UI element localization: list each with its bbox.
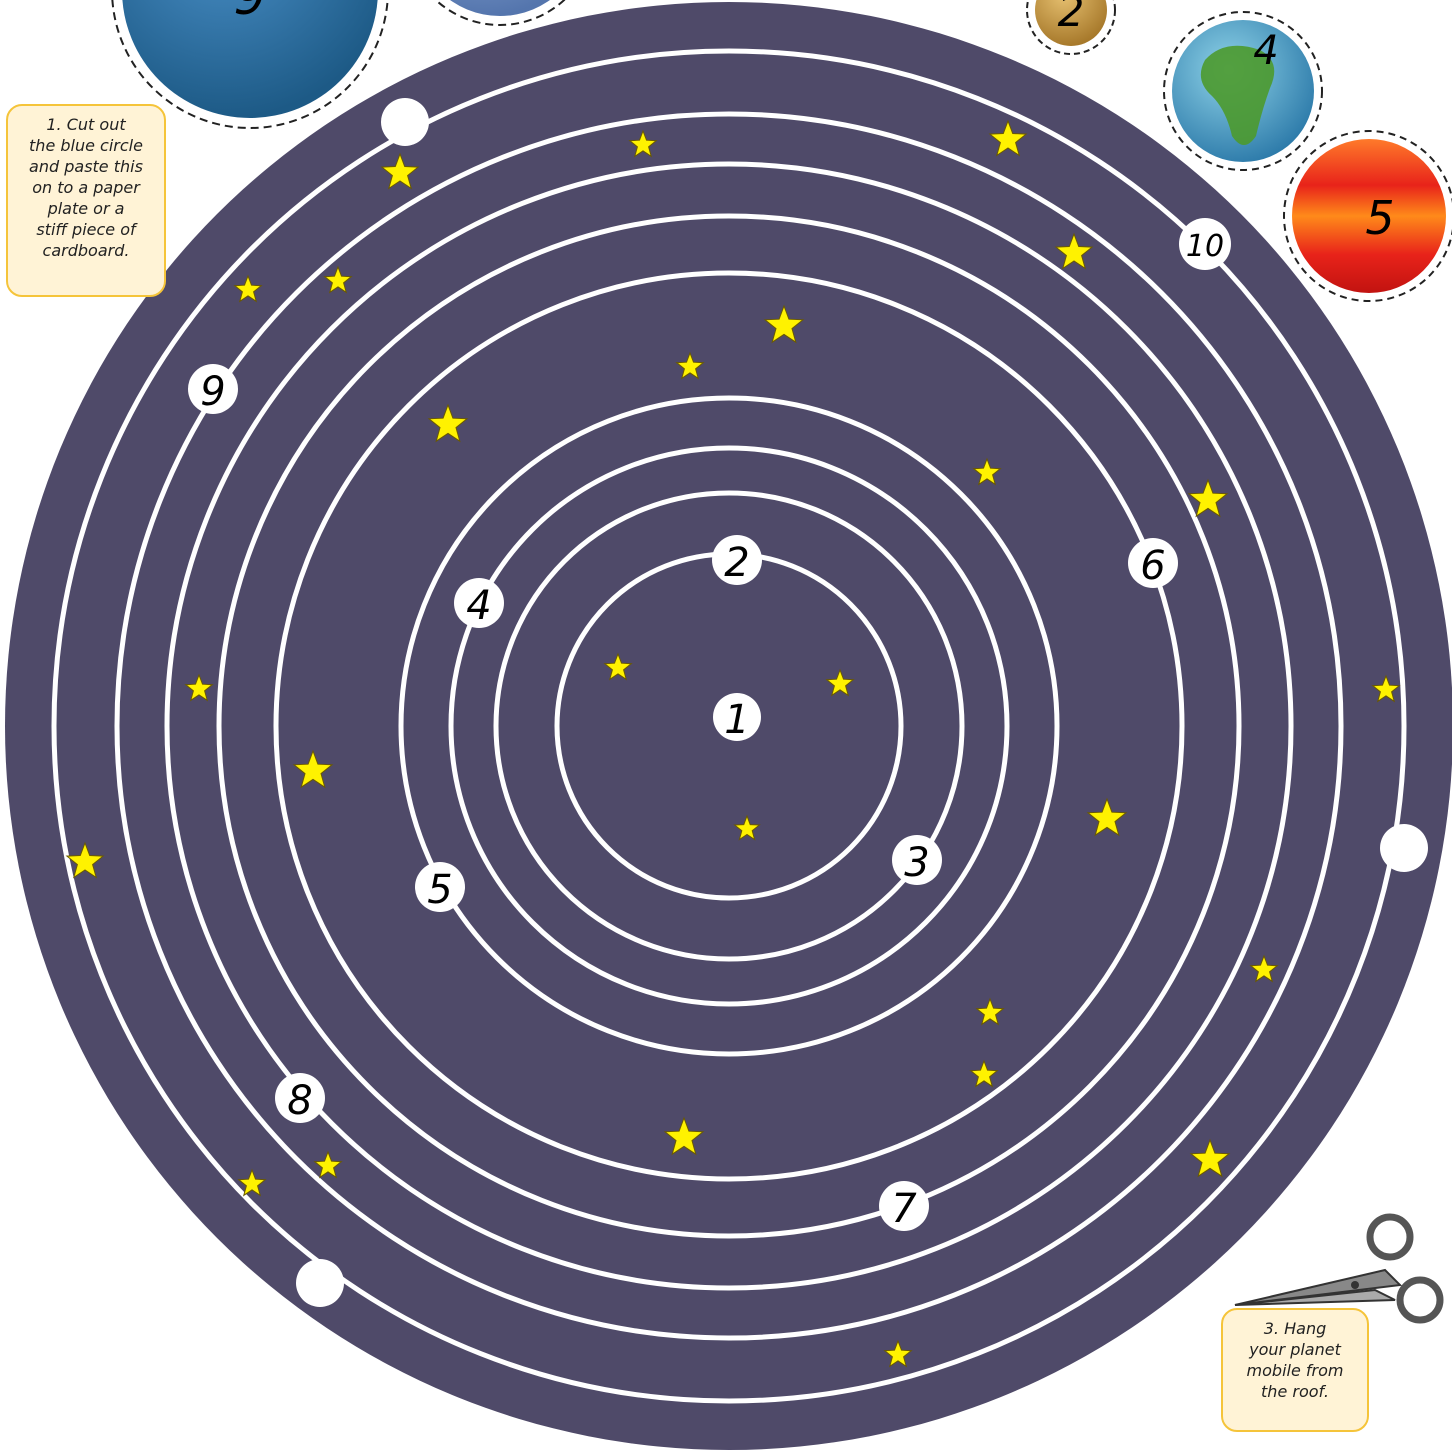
svg-text:1: 1	[724, 697, 749, 743]
orbit-label-6: 6	[1128, 538, 1178, 589]
orbit-label-5: 5	[415, 862, 465, 913]
svg-text:4: 4	[466, 583, 491, 629]
svg-text:9: 9	[200, 369, 225, 415]
star-icon	[733, 814, 761, 841]
planet-cutout-2: 2	[1026, 0, 1116, 55]
svg-text:8: 8	[287, 1078, 312, 1124]
hanging-holes	[296, 98, 1428, 1307]
orbit-label-9: 9	[188, 364, 238, 415]
svg-text:3: 3	[904, 840, 929, 886]
orbit-ring	[114, 111, 1344, 1341]
star-icon	[313, 1150, 343, 1179]
star-icon	[763, 304, 805, 344]
star-icon	[65, 841, 105, 879]
instruction-step-1: 1. Cut out the blue circle and paste thi…	[6, 104, 166, 297]
orbit-labels: 1 2 3 4 5 6 7 8 9 10	[188, 218, 1231, 1232]
star-icon	[1189, 1138, 1231, 1178]
orbit-rings	[51, 48, 1407, 1404]
star-icon	[972, 457, 1002, 486]
svg-text:7: 7	[891, 1186, 917, 1232]
star-icon	[323, 265, 353, 294]
planet-cutout-4: 4	[1163, 11, 1323, 171]
orbit-label-8: 8	[275, 1073, 325, 1124]
orbit-label-2: 2	[712, 535, 762, 586]
planet-cutout-label: 2	[1058, 0, 1085, 36]
orbit-ring	[51, 48, 1407, 1404]
orbit-ring	[448, 445, 1010, 1007]
star-icon	[184, 673, 214, 702]
orbit-label-7: 7	[879, 1181, 929, 1232]
star-icon	[825, 668, 855, 697]
star-icon	[988, 119, 1028, 157]
star-icon	[628, 129, 658, 158]
planet-cutout-label: 5	[1365, 191, 1394, 245]
star-icon	[233, 274, 263, 303]
star-icon	[663, 1116, 705, 1156]
svg-text:2: 2	[724, 540, 749, 586]
star-icon	[975, 997, 1005, 1026]
orbit-ring	[216, 213, 1242, 1239]
orbit-label-1: 1	[713, 693, 761, 743]
orbit-label-10: 10	[1179, 218, 1231, 270]
star-icon	[603, 652, 633, 681]
star-icon	[675, 351, 705, 380]
star-icon	[380, 152, 420, 190]
planet-cutout-9: 9	[111, 0, 389, 129]
hanging-hole-icon	[1380, 824, 1428, 872]
svg-text:5: 5	[427, 867, 452, 913]
svg-text:10: 10	[1186, 229, 1224, 264]
orbit-label-4: 4	[454, 578, 504, 629]
planet-cutout-5: 5	[1283, 130, 1452, 302]
star-icon	[1187, 478, 1229, 518]
hanging-hole-icon	[296, 1259, 344, 1307]
orbit-ring	[493, 490, 965, 962]
star-icon	[292, 749, 334, 789]
planet-cutout-partial	[434, 0, 566, 26]
orbit-ring	[164, 161, 1294, 1291]
orbit-label-3: 3	[892, 835, 942, 886]
orbit-ring	[273, 270, 1185, 1182]
planet-cutout-label: 9	[233, 0, 266, 27]
hanging-hole-icon	[381, 98, 429, 146]
orbit-ring	[398, 395, 1060, 1057]
instruction-step-3: 3. Hang your planet mobile from the roof…	[1221, 1308, 1369, 1432]
star-icon	[237, 1168, 267, 1197]
star-icon	[883, 1339, 913, 1368]
scissors-icon	[1234, 1213, 1444, 1324]
star-icon	[427, 403, 469, 443]
star-icon	[1054, 232, 1094, 270]
svg-text:6: 6	[1140, 543, 1165, 589]
stars	[65, 119, 1401, 1368]
star-icon	[1249, 954, 1279, 983]
star-icon	[969, 1059, 999, 1088]
planet-cutout-label: 4	[1253, 28, 1278, 74]
star-icon	[1086, 797, 1128, 837]
star-icon	[1371, 674, 1401, 703]
